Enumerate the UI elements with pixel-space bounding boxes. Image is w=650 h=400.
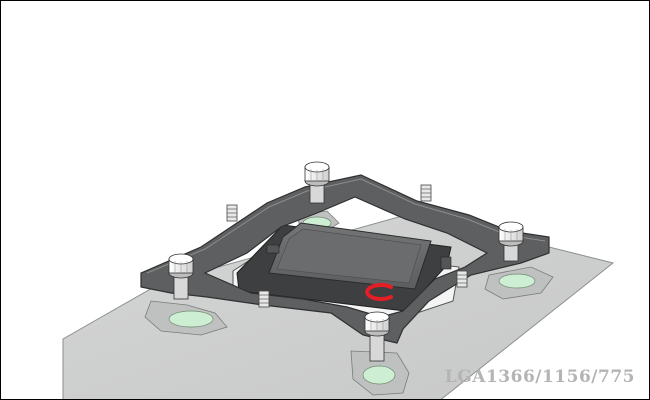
foot-pad (362, 365, 396, 385)
socket-clip (440, 256, 452, 270)
cpu-top-face (276, 228, 422, 284)
standoff-screw-icon (226, 204, 238, 222)
thumbscrew-icon (364, 311, 390, 362)
standoff-screws (226, 184, 468, 308)
thumbscrew-icon (304, 161, 330, 204)
foot-pad (498, 273, 536, 289)
thumbscrew-icon (168, 253, 194, 300)
foot-pad (168, 310, 214, 328)
thumbscrew-icon (498, 221, 524, 262)
socket-clip (266, 244, 280, 254)
socket-compatibility-label: LGA1366/1156/775 (444, 367, 635, 387)
standoff-screw-icon (420, 184, 432, 202)
cpu-orientation-mark-icon (365, 283, 393, 301)
standoff-screw-icon (258, 290, 270, 308)
standoff-screw-icon (456, 270, 468, 288)
thumbscrews (168, 161, 524, 362)
cpu-socket (236, 222, 452, 312)
mounting-bracket (140, 174, 550, 344)
